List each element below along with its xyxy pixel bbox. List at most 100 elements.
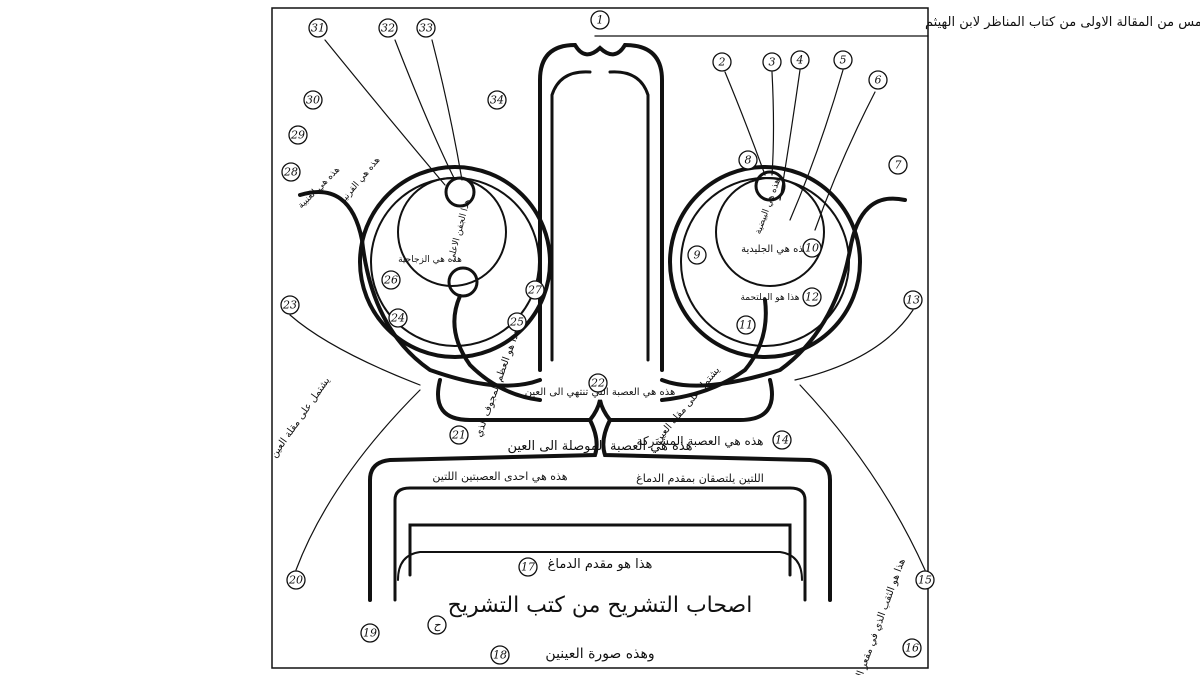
callout-circle	[588, 373, 608, 393]
central-cavity	[538, 42, 664, 372]
callout-30: 30	[303, 90, 323, 110]
left-socket-bone	[298, 190, 542, 388]
callout-32: 32	[378, 18, 398, 38]
label-vitreous: هذه هي الزجاجية	[398, 255, 462, 265]
callout-circle	[388, 308, 408, 328]
callout-24: 24	[388, 308, 408, 328]
left-pupil-circle	[444, 176, 476, 208]
callout-18: 18	[490, 645, 510, 665]
callout-number: 5	[840, 54, 847, 67]
callout-number: 11	[739, 319, 753, 332]
leader-lines	[289, 39, 926, 571]
callout-number: 2	[718, 56, 726, 69]
central-inner	[550, 70, 650, 362]
left-outer-coat	[358, 165, 552, 359]
callout-circle	[281, 162, 301, 182]
label-common: هذه هي العصبة المشتركة	[637, 434, 764, 449]
callout-circle	[590, 10, 610, 30]
callout-circle	[416, 18, 436, 38]
callout-number: 30	[306, 94, 320, 107]
callout-2: 2	[712, 52, 732, 72]
callout-number: 32	[381, 22, 395, 35]
left-inner-sphere	[397, 177, 507, 287]
callout-circle	[888, 155, 908, 175]
callout-circle	[381, 270, 401, 290]
diagram-frame	[271, 7, 929, 669]
callout-17: 17	[518, 557, 538, 577]
left-eye	[298, 165, 552, 402]
callout-number: 6	[875, 74, 882, 87]
callout-number: 24	[390, 312, 405, 325]
callout-34: 34	[487, 90, 507, 110]
callout-number: 15	[918, 574, 932, 587]
callout-10: 10	[802, 238, 822, 258]
callout-number: 27	[527, 284, 542, 297]
callout-number: 28	[283, 166, 298, 179]
callout-circle	[308, 18, 328, 38]
callout-circle	[738, 150, 758, 170]
callout-number: 19	[363, 627, 377, 640]
label-one-of-two-right: اللتين يلتصقان بمقدم الدماغ	[636, 472, 764, 485]
callout-circle	[525, 280, 545, 300]
label-conjunctiva: هذا هو الملتحمة	[740, 293, 799, 303]
callout-circle	[286, 570, 306, 590]
callout-7: 7	[888, 155, 908, 175]
callout-4: 4	[790, 50, 810, 70]
callout-number: 14	[775, 434, 789, 447]
callout-circle	[280, 295, 300, 315]
callout-circle	[772, 430, 792, 450]
callout-26: 26	[381, 270, 401, 290]
callout-number: 18	[493, 649, 507, 662]
callout-circle	[288, 125, 308, 145]
optic-chiasm	[436, 378, 774, 422]
callout-number: 22	[590, 377, 605, 390]
callout-1: 1	[590, 10, 610, 30]
callout-number: 7	[895, 159, 902, 172]
callout-29: 29	[288, 125, 308, 145]
callout-circle	[833, 50, 853, 70]
callout-9: 9	[687, 245, 707, 265]
callout-circle	[762, 52, 782, 72]
callout-13: 13	[903, 290, 923, 310]
callout-circle	[903, 290, 923, 310]
label-one-of-two-left: هذه هي احدى العصبتين اللتين	[432, 470, 567, 483]
callout-14: 14	[772, 430, 792, 450]
callout-number: 25	[509, 316, 524, 329]
callout-31: 31	[308, 18, 328, 38]
callout-number: 23	[282, 299, 297, 312]
label-upper-lid: هذا الجفن الاعلى	[447, 198, 473, 262]
callout-28: 28	[281, 162, 301, 182]
label-socket-left: يشتمل على مقلة العين	[269, 375, 333, 460]
callout-21: 21	[449, 425, 469, 445]
label-brain-front: هذا هو مقدم الدماغ	[548, 557, 653, 572]
label-hole: هذا هو الثقب الذي في مقعر العظم	[848, 557, 908, 675]
callout-33: 33	[416, 18, 436, 38]
right-optic-nerve	[660, 298, 768, 402]
callout-circle	[378, 18, 398, 38]
right-inner-sphere	[715, 177, 825, 287]
label-crystalline: هذه هي الجليدية	[741, 244, 809, 255]
callout-19: 19	[360, 623, 380, 643]
callout-12: 12	[802, 287, 822, 307]
right-outer-coat	[668, 165, 862, 359]
callout-circle	[449, 425, 469, 445]
label-ends-at-eye: هذه هي العصبة التي تنتهي الى العين	[525, 387, 676, 398]
callout-circle	[687, 245, 707, 265]
callout-number: 3	[769, 56, 776, 69]
callout-circle	[518, 557, 538, 577]
callout-circle	[490, 645, 510, 665]
callout-16: 16	[902, 638, 922, 658]
right-eye	[660, 165, 907, 402]
nerves-to-brain	[393, 486, 807, 602]
callout-3: 3	[762, 52, 782, 72]
right-pupil-circle	[754, 170, 786, 202]
label-cornea: هذه هي القرنية	[338, 155, 382, 205]
callout-number: 12	[805, 291, 819, 304]
right-socket-bone	[660, 196, 907, 388]
callout-27: 27	[525, 280, 545, 300]
label-uvea: هذه هي العنبية	[296, 165, 342, 211]
callout-circle	[360, 623, 380, 643]
svg-text:ح: ح	[433, 619, 441, 632]
